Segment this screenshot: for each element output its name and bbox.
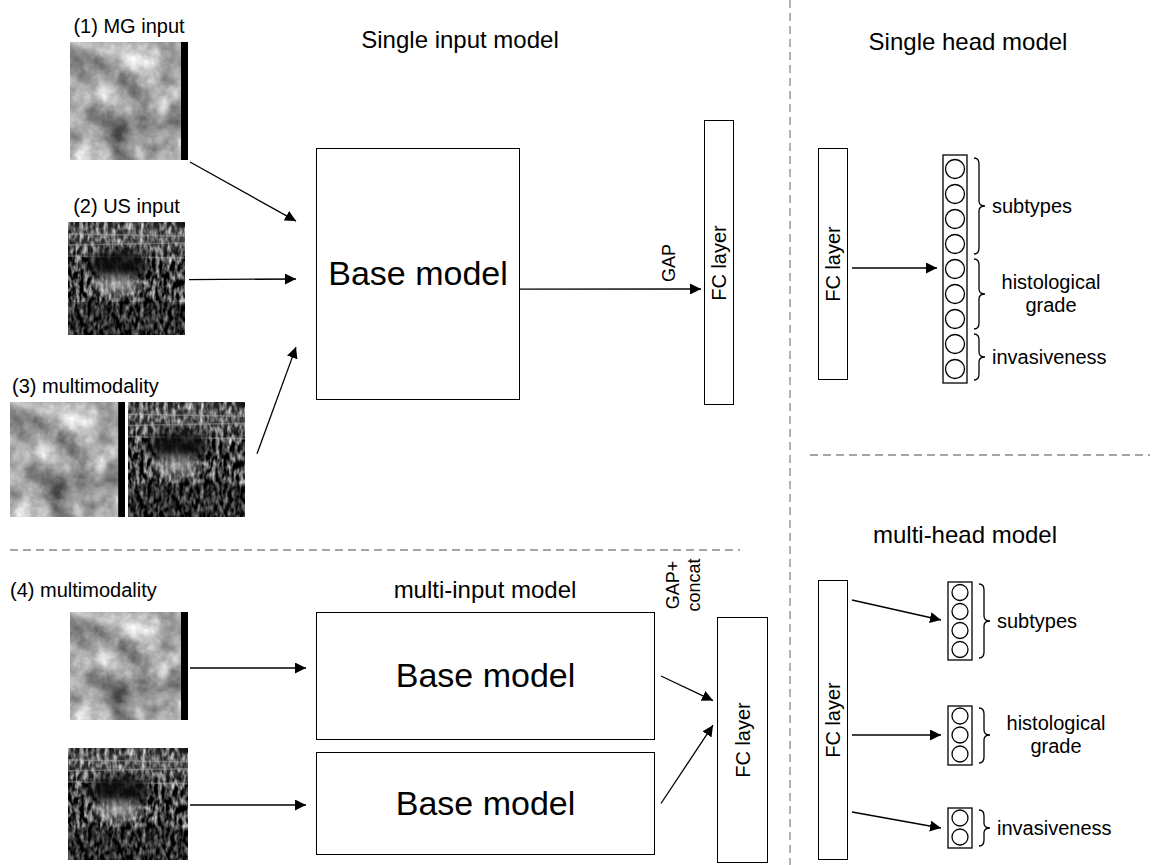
output-vector — [943, 155, 967, 383]
edge-label: GAP — [659, 244, 680, 282]
section-title: multi-input model — [394, 576, 577, 604]
image-caption: (3) multimodality — [12, 375, 159, 397]
image-input: (1) MG input — [70, 42, 188, 160]
ultrasound-image — [68, 748, 188, 860]
model-box: Base model — [316, 148, 520, 400]
box-label: FC layer — [822, 226, 844, 302]
mammogram-image — [10, 402, 125, 517]
fc-layer-box: FC layer — [717, 617, 768, 863]
section-title: Single head model — [869, 28, 1068, 56]
section-title: multi-head model — [873, 521, 1057, 549]
output-label: invasiveness — [992, 346, 1107, 369]
dashed-separator — [10, 0, 1150, 865]
image-caption: (1) MG input — [73, 15, 184, 37]
connector-arrow — [190, 162, 296, 221]
box-label: FC layer — [822, 682, 844, 758]
model-box: Base model — [316, 612, 655, 740]
image-caption: (2) US input — [73, 195, 180, 217]
model-box: Base model — [316, 752, 655, 855]
image-input: (2) US input — [68, 222, 185, 335]
output-label: subtypes — [997, 610, 1077, 633]
output-label: invasiveness — [997, 817, 1112, 840]
fc-layer-box: FC layer — [704, 120, 734, 405]
box-label: Base model — [396, 656, 576, 695]
output-label: histological grade — [990, 271, 1112, 317]
box-label: Base model — [396, 784, 576, 823]
input-arrow — [190, 668, 306, 805]
ultrasound-image — [68, 222, 185, 335]
operation-label: GAP+ concat — [663, 554, 704, 616]
mammogram-image — [70, 612, 188, 720]
connector-arrow — [661, 725, 713, 803]
box-label: FC layer — [708, 225, 730, 301]
curly-brace — [974, 158, 985, 380]
input-caption: (4) multimodality — [10, 579, 157, 602]
box-label: FC layer — [732, 702, 754, 778]
image-input: (3) multimodality — [10, 402, 245, 517]
section-title: Single input model — [361, 26, 558, 54]
ultrasound-image — [128, 402, 245, 517]
mammogram-image — [70, 42, 188, 160]
curly-brace — [979, 584, 990, 846]
connector-arrow — [520, 288, 701, 289]
connector-arrow — [257, 347, 296, 454]
output-label: subtypes — [992, 195, 1072, 218]
connector-arrow — [189, 278, 296, 280]
fc-layer-box: FC layer — [818, 580, 848, 860]
output-vector — [948, 582, 972, 848]
fc-layer-box: FC layer — [818, 148, 848, 380]
output-label: histological grade — [995, 712, 1117, 758]
connector-arrow — [661, 676, 713, 701]
box-label: Base model — [328, 254, 508, 293]
